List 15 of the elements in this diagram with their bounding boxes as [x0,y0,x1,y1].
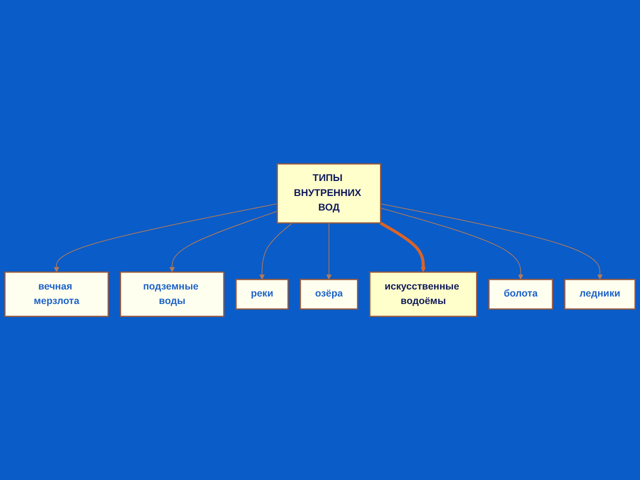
arrow [54,203,278,272]
arrow [380,203,603,280]
arrow [169,210,278,272]
arrow [380,207,524,280]
arrow [380,221,426,272]
node-box: болота [488,278,554,310]
node-box: ТИПЫ ВНУТРЕННИХ ВОД [276,163,382,224]
node-box: реки [235,278,289,310]
arrow [259,222,293,280]
node-box: ледники [564,278,636,310]
node-box: подземные воды [120,271,224,317]
node-box: озёра [300,278,358,310]
node-box: вечная мерзлота [4,271,109,317]
arrow [326,222,332,280]
node-box: искусственные водоёмы [369,271,478,317]
